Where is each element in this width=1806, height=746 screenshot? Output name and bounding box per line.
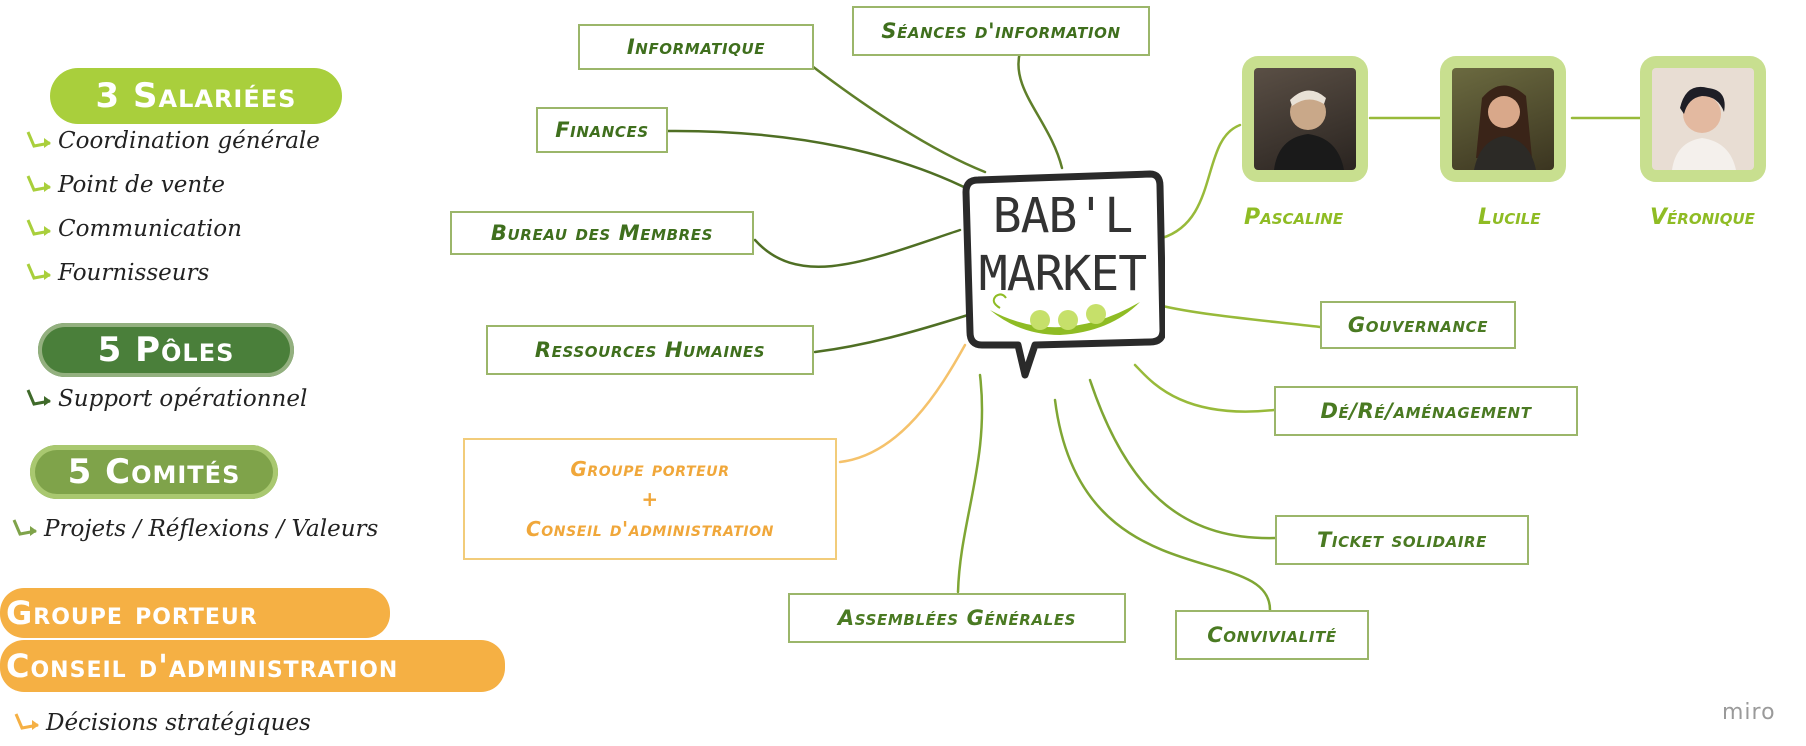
babl-market-logo[interactable]: BAB'L MARKET xyxy=(960,170,1165,385)
legend-item-communication: Communication xyxy=(26,216,242,242)
line-people xyxy=(1160,123,1242,240)
legend-item-label: Fournisseurs xyxy=(58,260,210,286)
groupe-badge-line1: Groupe porteur xyxy=(0,588,390,638)
salaries-badge: 3 Salariées xyxy=(50,68,342,124)
groupe-plus: + xyxy=(641,487,659,511)
node-convivialite[interactable]: Convivialité xyxy=(1175,610,1369,660)
arrow-icon xyxy=(14,713,39,730)
node-seances-information[interactable]: Séances d'information xyxy=(852,6,1150,56)
arrow-icon xyxy=(26,219,51,236)
miro-watermark: miro xyxy=(1722,700,1776,725)
speech-bubble-icon xyxy=(962,170,1165,379)
person-name-lucile: Lucile xyxy=(1478,205,1541,230)
line-finances xyxy=(666,129,972,192)
poles-badge: 5 Pôles xyxy=(38,323,294,377)
node-finances[interactable]: Finances xyxy=(536,107,668,153)
line-informatique xyxy=(810,64,987,174)
legend-item-label: Projets / Réflexions / Valeurs xyxy=(44,516,379,542)
logo-line2: MARKET xyxy=(978,246,1147,302)
avatar xyxy=(1254,68,1356,170)
line-groupe xyxy=(838,343,967,464)
groupe-line2: Conseil d'administration xyxy=(526,517,774,541)
avatar xyxy=(1652,68,1754,170)
node-informatique[interactable]: Informatique xyxy=(578,24,814,70)
person-icon xyxy=(1474,85,1536,170)
person-name-veronique: Véronique xyxy=(1650,205,1755,230)
arrow-icon xyxy=(26,389,51,406)
legend-item-label: Communication xyxy=(58,216,242,242)
legend-item-support: Support opérationnel xyxy=(26,386,307,412)
legend-item-label: Décisions stratégiques xyxy=(46,710,311,736)
legend-item-decisions: Décisions stratégiques xyxy=(14,710,311,736)
groupe-badge-line2: Conseil d'administration xyxy=(0,640,505,692)
line-amenagement xyxy=(1133,363,1276,413)
arrow-icon xyxy=(26,263,51,280)
person-name-pascaline: Pascaline xyxy=(1244,205,1344,230)
logo-line1: BAB'L xyxy=(992,188,1134,244)
avatar-lucile[interactable] xyxy=(1440,56,1566,182)
comites-badge: 5 Comités xyxy=(30,445,278,499)
line-assemblees xyxy=(956,373,984,594)
arrow-icon xyxy=(26,131,51,148)
node-bureau-membres[interactable]: Bureau des Membres xyxy=(450,211,754,255)
node-assemblees-generales[interactable]: Assemblées Générales xyxy=(788,593,1126,643)
arrow-icon xyxy=(26,175,51,192)
line-rh xyxy=(813,313,970,354)
line-convivialite xyxy=(1053,398,1272,612)
groupe-line1: Groupe porteur xyxy=(570,457,730,481)
line-seances xyxy=(1017,50,1064,170)
avatar-pascaline[interactable] xyxy=(1242,56,1368,182)
legend-item-fournisseurs: Fournisseurs xyxy=(26,260,209,286)
legend-item-label: Coordination générale xyxy=(58,128,320,154)
avatar-veronique[interactable] xyxy=(1640,56,1766,182)
legend-item-coordination: Coordination générale xyxy=(26,128,320,154)
person-icon xyxy=(1672,86,1736,170)
legend-item-projets: Projets / Réflexions / Valeurs xyxy=(12,516,378,542)
legend-item-point-de-vente: Point de vente xyxy=(26,172,225,198)
node-ressources-humaines[interactable]: Ressources Humaines xyxy=(486,325,814,375)
node-groupe-porteur[interactable]: Groupe porteur + Conseil d'administratio… xyxy=(463,438,837,560)
line-gouvernance xyxy=(1156,303,1322,329)
line-ticket xyxy=(1088,378,1277,540)
avatar xyxy=(1452,68,1554,170)
person-icon xyxy=(1274,90,1344,170)
arrow-icon xyxy=(12,519,37,536)
node-ticket-solidaire[interactable]: Ticket solidaire xyxy=(1275,515,1529,565)
node-amenagement[interactable]: Dé/Ré/aménagement xyxy=(1274,386,1578,436)
legend-item-label: Point de vente xyxy=(58,172,226,198)
line-bureau xyxy=(753,228,962,268)
legend-item-label: Support opérationnel xyxy=(58,386,308,412)
node-gouvernance[interactable]: Gouvernance xyxy=(1320,301,1516,349)
